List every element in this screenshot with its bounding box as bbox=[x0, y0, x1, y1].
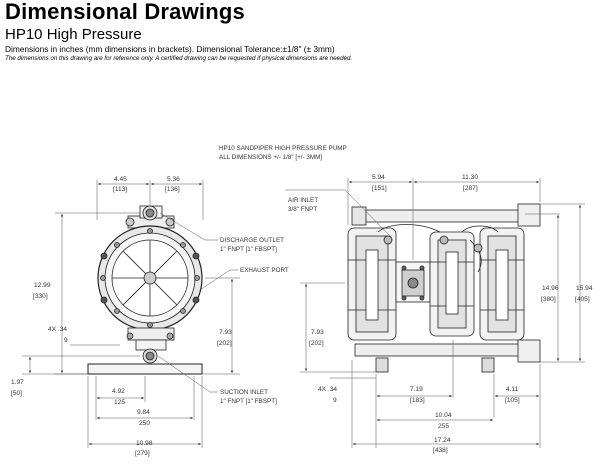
side-middle-chamber bbox=[429, 231, 475, 337]
side-center-section bbox=[395, 261, 431, 303]
suction-inlet-size: 1" FNPT [1" FBSPT] bbox=[220, 398, 277, 405]
dim-side-right-mm: [287] bbox=[463, 185, 478, 192]
dim-hole-count-mm: 9 bbox=[64, 337, 68, 344]
dim-base-holes: 9.84 bbox=[137, 409, 150, 416]
air-inlet-size: 3/8" FNPT bbox=[288, 206, 317, 213]
front-view bbox=[87, 205, 203, 375]
side-view bbox=[347, 203, 541, 373]
dim-side-overall-length: 17.24 bbox=[434, 437, 451, 444]
side-air-hoses bbox=[377, 224, 499, 273]
dim-overall-height-mm: [330] bbox=[33, 293, 48, 300]
dim-side-foot-spacing-mm: [183] bbox=[410, 397, 425, 404]
dim-side-left: 5.94 bbox=[372, 174, 385, 181]
dim-side-hole-count-mm: 9 bbox=[333, 397, 337, 404]
dim-side-overall-height-mm: [405] bbox=[575, 296, 590, 303]
dim-side-foot-offset-mm: [105] bbox=[505, 397, 520, 404]
dim-width-left: 4.45 bbox=[114, 176, 127, 183]
discharge-manifold bbox=[125, 205, 175, 229]
front-view-dimensions bbox=[22, 180, 240, 448]
side-top-manifold bbox=[351, 203, 541, 227]
dim-base-height-mm: [50] bbox=[11, 390, 22, 397]
exhaust-port-label: EXHAUST PORT bbox=[240, 267, 289, 274]
dim-base-width-mm: [279] bbox=[135, 450, 150, 457]
dim-center-height: 7.93 bbox=[219, 329, 232, 336]
side-view-dimensions bbox=[285, 178, 585, 448]
side-left-chamber bbox=[347, 227, 397, 341]
dim-side-overall-length-mm: [438] bbox=[433, 447, 448, 454]
pump-model-subtitle: HP10 High Pressure bbox=[5, 26, 142, 43]
dimensions-note: Dimensions in inches (mm dimensions in b… bbox=[5, 44, 335, 54]
drawing-tolerance: ALL DIMENSIONS +/- 1/8" [+/- 3MM] bbox=[219, 154, 322, 161]
dim-side-base-holes: 10.04 bbox=[435, 412, 452, 419]
dim-base-holes-mm: 250 bbox=[139, 420, 150, 427]
dim-hole-count: 4X .34 bbox=[48, 326, 67, 333]
dim-half-base-mm: 125 bbox=[114, 399, 125, 406]
dim-side-left-mm: [151] bbox=[372, 185, 387, 192]
dim-side-foot-offset: 4.11 bbox=[506, 386, 519, 393]
dim-width-right-mm: [136] bbox=[165, 186, 180, 193]
dim-side-overall-height: 15.94 bbox=[576, 285, 593, 292]
suction-inlet-label: SUCTION INLET bbox=[220, 389, 268, 396]
dim-overall-height: 12.99 bbox=[34, 282, 51, 289]
air-inlet-label: AIR INLET bbox=[288, 197, 318, 204]
side-bottom-manifold bbox=[354, 339, 541, 373]
dim-side-foot-spacing: 7.19 bbox=[410, 386, 423, 393]
dim-half-base: 4.92 bbox=[112, 388, 125, 395]
dim-base-height: 1.97 bbox=[11, 379, 24, 386]
dim-center-height-mm: [202] bbox=[217, 340, 232, 347]
pump-body bbox=[97, 225, 203, 331]
drawing-title: HP10 SANDPIPER HIGH PRESSURE PUMP bbox=[219, 145, 347, 152]
suction-manifold bbox=[87, 327, 203, 375]
dim-side-center-height: 7.93 bbox=[311, 329, 324, 336]
dim-side-right: 11.30 bbox=[462, 174, 478, 181]
dim-width-left-mm: [113] bbox=[113, 186, 127, 193]
dim-side-base-holes-mm: 255 bbox=[438, 423, 449, 430]
discharge-outlet-label: DISCHARGE OUTLET bbox=[220, 237, 284, 244]
dim-side-center-height-mm: [202] bbox=[309, 340, 324, 347]
dim-width-right: 5.36 bbox=[167, 176, 180, 183]
dim-base-width: 10.98 bbox=[136, 440, 153, 447]
reference-disclaimer: The dimensions on this drawing are for r… bbox=[5, 55, 353, 62]
discharge-outlet-size: 1" FNPT [1" FBSPT] bbox=[220, 246, 277, 253]
dim-side-body-height-mm: [380] bbox=[541, 296, 556, 303]
page-title: Dimensional Drawings bbox=[5, 0, 245, 24]
side-right-chamber bbox=[479, 227, 525, 341]
dim-side-body-height: 14.96 bbox=[542, 285, 559, 292]
dim-side-hole-count: 4X .34 bbox=[318, 386, 337, 393]
